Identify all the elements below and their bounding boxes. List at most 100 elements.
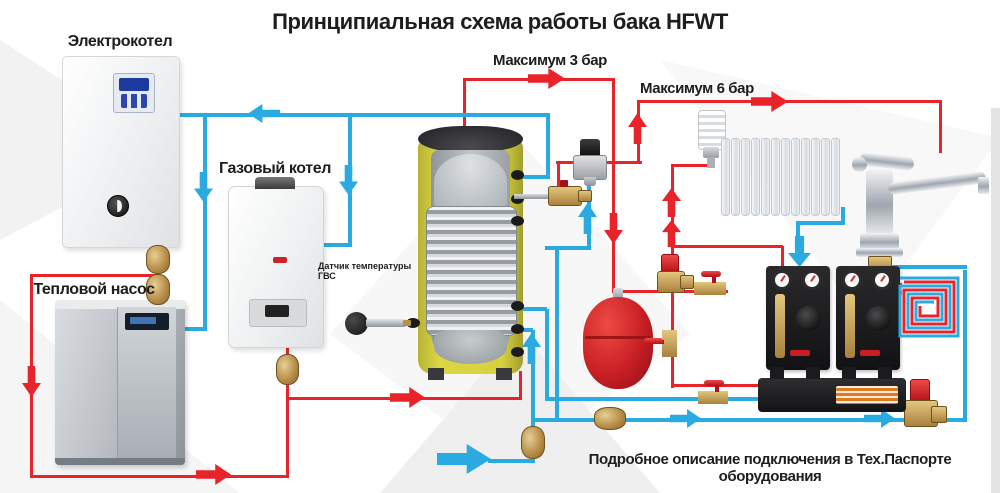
flow-arrow-up-12 [662, 188, 681, 217]
underfloor-heating-icon [898, 276, 960, 338]
mixing-valve-bottom [584, 177, 596, 186]
safety-valve-outlet [931, 406, 947, 423]
faucet [852, 145, 1000, 271]
underfloor-heating-spiral [898, 276, 960, 338]
pipe-cold-4 [322, 243, 352, 247]
ball-valve-stem [715, 385, 719, 392]
pump-station [766, 266, 830, 370]
pipe-cold-15 [531, 418, 967, 422]
electric-boiler-label: Электрокотел [67, 33, 173, 50]
mixing-valve-cap [580, 139, 600, 156]
gas-boiler-label: Газовый котел [219, 160, 331, 177]
flow-arrow-right-15 [670, 409, 701, 428]
radiator-section [770, 138, 780, 216]
brass-valve-0 [146, 245, 170, 274]
faucet-spout-tip [978, 177, 989, 194]
manifold-label-sticker [836, 386, 898, 404]
pipe-cold-16 [963, 270, 967, 422]
ball-valve-lever [704, 380, 724, 386]
dhw-temp-sensor [345, 311, 411, 336]
tank-tee-valve [514, 178, 592, 206]
pipe-hot-12 [781, 246, 784, 268]
pipe-cold-14 [488, 459, 535, 463]
radiator-section [830, 138, 840, 216]
manifold-stub [842, 367, 856, 379]
heat-pump-display [125, 313, 169, 330]
expansion-vessel-seam [585, 336, 651, 339]
pump-station [836, 266, 900, 370]
pipe-hot-16 [30, 475, 289, 478]
faucet-body [866, 169, 893, 235]
pipe-cold-20 [796, 221, 845, 225]
manifold-stub [806, 367, 820, 379]
radiator-section [800, 138, 810, 216]
mixing-valve [571, 139, 607, 187]
radiator-section [750, 138, 760, 216]
pipe-cold-19 [841, 207, 845, 225]
pipe-hot-4 [557, 163, 560, 193]
pipe-cold-12 [531, 330, 535, 462]
tank-port [511, 324, 524, 334]
electric-boiler-knob [107, 195, 129, 217]
pipe-cold-8 [545, 246, 591, 250]
pipe-cold-5 [546, 113, 550, 177]
pipe-cold-9 [555, 248, 559, 420]
pipe-hot-2 [612, 78, 615, 292]
page-title: Принципиальная схема работы бака HFWT [272, 9, 728, 34]
flow-arrow-down-14 [788, 236, 811, 267]
gas-boiler-flue [255, 177, 295, 189]
heat-pump-base [55, 458, 185, 465]
expansion-vessel [583, 288, 653, 390]
pipe-hot-10 [671, 164, 713, 167]
flow-arrow-down-2 [339, 165, 358, 195]
ball-valve-stem [712, 276, 716, 283]
faucet-base [860, 233, 899, 250]
sensor-tip [403, 320, 411, 326]
tank-port-left [406, 318, 420, 328]
flow-arrow-down-3 [22, 366, 41, 397]
brass-valve-1 [146, 274, 170, 305]
safety-valve [903, 379, 947, 427]
flow-arrow-left-0 [248, 104, 280, 123]
flow-arrow-right-9 [528, 68, 565, 89]
thermostat-head-stem [707, 157, 715, 168]
pipe-cold-11 [517, 307, 547, 311]
faucet-foot [856, 248, 903, 257]
tank-port [511, 216, 524, 226]
electric-boiler-display [113, 73, 155, 113]
tee-valve-outlet [578, 190, 592, 202]
flow-arrow-up-7 [578, 203, 597, 234]
heat-pump-label: Тепловой насос [33, 281, 155, 298]
gas-boiler-logo [273, 257, 287, 263]
pipe-cold-21 [796, 221, 800, 239]
max-6-bar-label: Максимум 6 бар [640, 80, 754, 97]
safety-valve-outlet [680, 275, 694, 289]
radiator-section [780, 138, 790, 216]
pipe-cold-1 [203, 113, 207, 329]
pipe-hot-8 [939, 100, 942, 153]
pressure-gauge [772, 270, 792, 290]
flow-arrow-down-8 [604, 213, 623, 244]
pump-rotor [796, 306, 821, 331]
tee-valve-top [560, 180, 568, 187]
radiator-section [760, 138, 770, 216]
pump-valve-handle [790, 350, 810, 356]
ball-valve-body [694, 282, 726, 295]
electric-boiler-buttons [121, 94, 147, 108]
radiator-section [790, 138, 800, 216]
expansion-vessel-body [583, 297, 653, 389]
radiator-section [740, 138, 750, 216]
tank-leg [496, 368, 512, 380]
pump-station-pipe [845, 294, 855, 358]
radiator-section [720, 138, 730, 216]
flow-arrow-down-1 [194, 172, 213, 202]
buffer-tank [406, 126, 524, 382]
pipe-cold-0 [174, 113, 550, 117]
pressure-gauge [842, 270, 862, 290]
brass-valve-2 [276, 354, 299, 385]
flow-arrow-up-13 [662, 220, 681, 247]
faucet-lever-knob [852, 157, 867, 172]
gas-boiler-panel [249, 299, 307, 327]
pipe-hot-19 [519, 371, 522, 400]
